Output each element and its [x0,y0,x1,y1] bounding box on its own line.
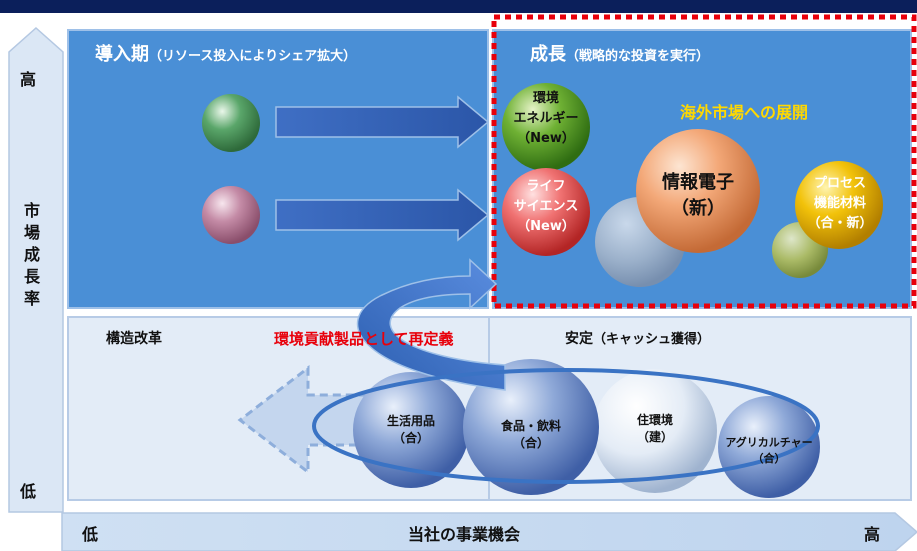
introduction-subtitle: （リソース投入によりシェア拡大） [149,49,357,64]
introduction-title-block: 導入期（リソース投入によりシェア拡大） [95,40,356,66]
housing-environment-label: 住環境 （建） [605,412,705,446]
agriculture-line2: （合） [752,452,786,465]
lifestyle-products-label: 生活用品 （合） [361,413,461,447]
information-electronics-line1: 情報電子 [662,172,734,193]
environment-energy-line2: エネルギー [513,111,579,126]
life-science-label: ライフ サイエンス （New） [496,177,596,237]
restructuring-title: 構造改革 [106,331,162,347]
y-axis-label: 市場成長率 [24,201,41,308]
introduction-title: 導入期 [95,44,149,65]
food-beverage-label: 食品・飲料 （合） [481,418,581,452]
life-science-line1: ライフ [526,179,566,194]
stable-title: 安定 [565,331,593,347]
environment-energy-label: 環境 エネルギー （New） [496,89,596,149]
intro-pink-ball [202,186,260,244]
process-materials-line3: （合・新） [807,216,873,231]
stable-business-ellipse [312,368,820,484]
life-science-line2: サイエンス [513,199,579,214]
x-axis-high: 高 [864,525,881,544]
growth-title: 成長 [530,44,566,65]
housing-environment-line1: 住環境 [636,413,673,427]
growth-subtitle: （戦略的な投資を実行） [566,49,710,64]
overseas-expansion-label: 海外市場への展開 [680,103,809,122]
food-beverage-line1: 食品・飲料 [500,419,561,433]
process-materials-line2: 機能材料 [813,196,866,211]
lifestyle-products-line1: 生活用品 [386,414,435,428]
y-axis-low: 低 [20,482,37,501]
bubble-information-electronics [636,129,760,253]
information-electronics-line2: （新） [671,198,725,219]
agriculture-line1: アグリカルチャー [725,436,813,449]
x-axis-low: 低 [82,525,99,544]
stable-title-block: 安定（キャッシュ獲得） [565,328,710,348]
bubble-life-science [502,168,590,256]
arrow-environment [275,95,490,149]
bubble-housing-environment [593,369,717,493]
growth-title-block: 成長（戦略的な投資を実行） [530,40,709,66]
agriculture-label: アグリカルチャー （合） [699,435,839,467]
y-axis-high: 高 [20,70,37,89]
arrow-life-science [275,188,490,242]
environment-energy-line3: （New） [517,131,575,146]
bubble-agriculture [718,396,820,498]
introduction-panel [67,29,489,309]
housing-environment-line2: （建） [636,430,673,444]
redefinition-curved-arrow [356,258,506,391]
x-axis-label: 当社の事業機会 [408,525,521,544]
bubble-process-materials [795,161,883,249]
intro-green-ball [202,94,260,152]
growth-highlight-frame [491,14,917,309]
bubble-environment-energy [502,83,590,171]
bubble-lifestyle-products [353,372,469,488]
process-materials-label: プロセス 機能材料 （合・新） [794,174,886,234]
bubble-food-beverage [463,359,599,495]
environment-energy-line1: 環境 [532,91,559,106]
food-beverage-line2: （合） [512,436,549,450]
redefinition-label: 環境貢献製品として再定義 [274,330,454,348]
top-band [0,0,917,13]
process-materials-line1: プロセス [813,176,866,191]
stable-subtitle: （キャッシュ獲得） [593,332,711,347]
information-electronics-label: 情報電子 （新） [630,170,766,222]
x-axis-arrow [61,512,917,551]
y-axis-arrow [8,26,64,513]
life-science-line3: （New） [517,219,575,234]
lifestyle-products-line2: （合） [392,431,429,445]
